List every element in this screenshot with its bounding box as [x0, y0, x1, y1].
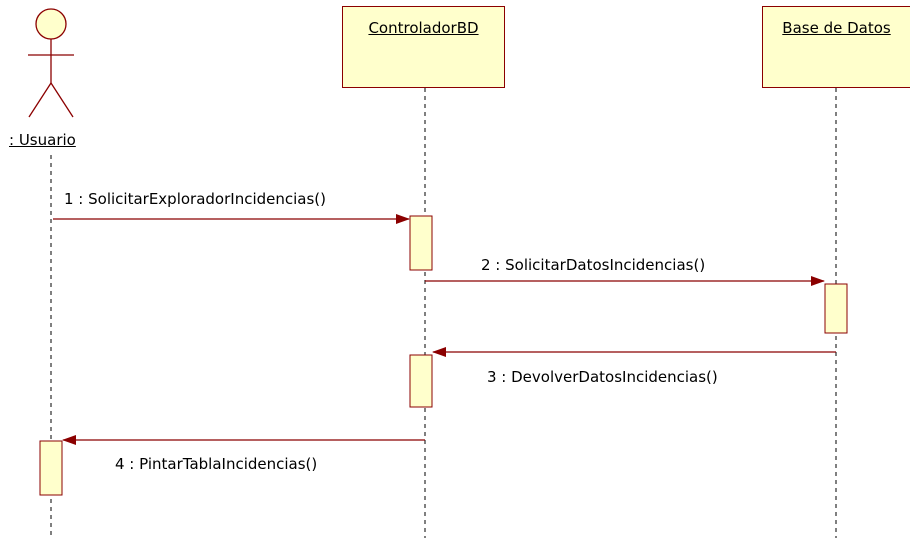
activation-usuario-1 [39, 440, 63, 496]
participant-bd-label: Base de Datos [782, 19, 891, 37]
message-2-label: 2 : SolicitarDatosIncidencias() [481, 256, 706, 274]
participant-bd-box: Base de Datos [762, 6, 910, 88]
participant-controlador-label: ControladorBD [368, 19, 479, 37]
participant-usuario-label: : Usuario [9, 131, 76, 149]
actor-usuario-figure [28, 8, 74, 118]
activation-bd-1 [824, 283, 848, 334]
message-4-label: 4 : PintarTablaIncidencias() [115, 455, 318, 473]
message-1-label: 1 : SolicitarExploradorIncidencias() [64, 190, 326, 208]
activation-controlador-2 [409, 354, 433, 408]
activation-controlador-1 [409, 215, 433, 271]
actor-head [35, 8, 67, 40]
actor-right-leg [50, 82, 74, 118]
message-3-label: 3 : DevolverDatosIncidencias() [487, 368, 718, 386]
actor-left-leg [28, 82, 52, 118]
participant-controlador-box: ControladorBD [342, 6, 505, 88]
